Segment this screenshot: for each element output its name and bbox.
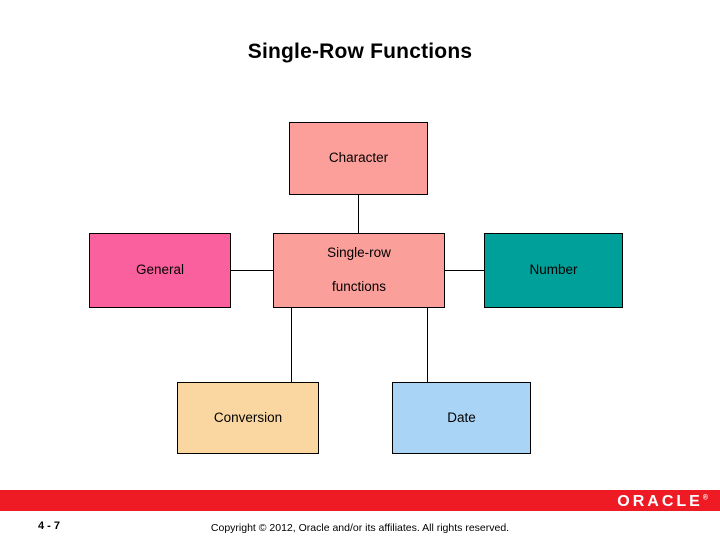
oracle-logo-trademark: ® <box>702 494 708 502</box>
diagram-node-character-label: Character <box>328 150 389 166</box>
diagram-node-number-label: Number <box>529 262 578 278</box>
diagram-node-single-row-functions: Single-row functions <box>273 233 445 308</box>
connector-center-to-number <box>444 270 485 271</box>
diagram-node-number: Number <box>484 233 623 308</box>
diagram-node-center-label-line1: Single-row <box>327 245 391 261</box>
connector-center-to-conversion <box>291 307 292 383</box>
diagram-node-date: Date <box>392 382 531 454</box>
oracle-logo-text: ORACLE <box>617 493 703 510</box>
copyright-notice: Copyright © 2012, Oracle and/or its affi… <box>210 522 510 534</box>
page-title: Single-Row Functions <box>247 40 473 63</box>
diagram-node-center-label-line2: functions <box>331 278 387 294</box>
diagram-node-center-label: Single-row functions <box>319 245 399 296</box>
footer-bar <box>0 490 720 511</box>
diagram-node-conversion-label: Conversion <box>213 409 283 425</box>
oracle-logo: ORACLE® <box>617 493 708 511</box>
connector-character-to-center <box>358 194 359 234</box>
diagram-node-general: General <box>89 233 231 308</box>
diagram-node-date-label: Date <box>447 409 476 425</box>
diagram-node-conversion: Conversion <box>177 382 319 454</box>
connector-center-to-date <box>427 307 428 383</box>
page-number: 4 - 7 <box>38 520 61 532</box>
diagram-node-character: Character <box>289 122 428 195</box>
diagram-node-general-label: General <box>135 262 185 278</box>
connector-general-to-center <box>230 270 274 271</box>
